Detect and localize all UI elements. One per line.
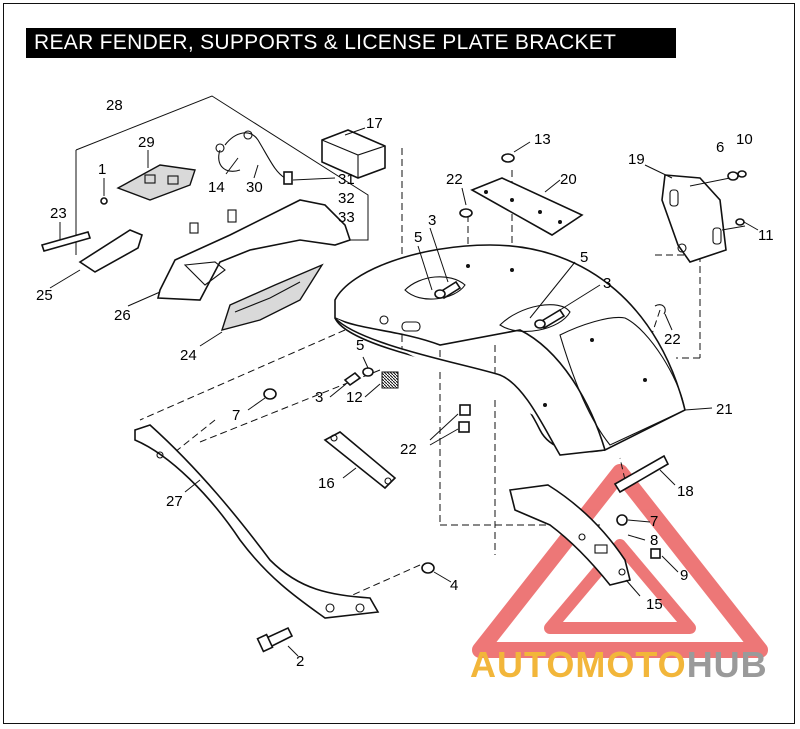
callout-28: 28 [106, 97, 123, 114]
part-21-rear-fender [334, 244, 713, 456]
watermark-hub: HUB [686, 644, 768, 685]
callout-15: 15 [646, 596, 663, 613]
part-22-washer-top [459, 187, 473, 218]
part-7-spacer-left [263, 388, 277, 400]
part-5-washer-left [362, 367, 374, 377]
part-1-screw [100, 197, 108, 205]
part-27-support [134, 424, 380, 619]
callout-22c: 22 [400, 441, 417, 458]
callout-5b: 5 [580, 249, 588, 266]
callout-24: 24 [180, 347, 197, 364]
part-22-nuts-center [429, 404, 471, 446]
callout-11: 11 [758, 227, 774, 244]
watermark-moto: MOTO [575, 644, 687, 685]
part-15-support-right [509, 484, 631, 586]
watermark-auto: AUTO [470, 644, 576, 685]
callout-10: 10 [736, 131, 753, 148]
part-4-washer [421, 562, 435, 574]
callout-14: 14 [208, 179, 225, 196]
callout-3a: 3 [428, 212, 436, 229]
callout-31: 31 [338, 171, 355, 188]
part-30-wire-harness [215, 130, 293, 185]
callout-19: 19 [628, 151, 645, 168]
part-7-spacer-right [616, 514, 628, 526]
part-17-reflector [321, 129, 386, 179]
part-25-plate [78, 229, 143, 273]
part-13-screw [501, 141, 531, 163]
callout-32: 32 [338, 190, 355, 207]
callout-27: 27 [166, 493, 183, 510]
callout-4: 4 [450, 577, 458, 594]
part-3-bolt-right [529, 261, 601, 330]
diagram-title: REAR FENDER, SUPPORTS & LICENSE PLATE BR… [26, 28, 676, 58]
callout-30: 30 [246, 179, 263, 196]
diagram-frame [3, 3, 795, 724]
callout-33: 33 [338, 209, 355, 226]
callout-18: 18 [677, 483, 694, 500]
callout-6: 6 [716, 139, 724, 156]
part-23-strip [40, 231, 92, 252]
callout-26: 26 [114, 307, 131, 324]
part-16-strut [323, 431, 397, 490]
part-24-lamp-housing [220, 263, 324, 332]
callout-9: 9 [680, 567, 688, 584]
part-6-nut [727, 171, 739, 181]
callout-29: 29 [138, 134, 155, 151]
callout-5a: 5 [414, 229, 422, 246]
callout-7a: 7 [232, 407, 240, 424]
callout-23: 23 [50, 205, 67, 222]
watermark-text: AUTOMOTOHUB [470, 644, 768, 686]
callout-5c: 5 [356, 337, 364, 354]
callout-3b: 3 [603, 275, 611, 292]
callout-13: 13 [534, 131, 551, 148]
part-22-clip-right [654, 304, 673, 331]
part-9-nut-right [650, 548, 661, 559]
leader-lines [49, 127, 679, 597]
part-20-plate [470, 177, 584, 236]
callout-labels: 1 2 3 3 3 4 5 5 5 6 7 7 8 9 10 11 12 13 … [36, 97, 774, 670]
part-3-screw-left [343, 371, 362, 387]
part-11-nut [735, 218, 759, 231]
part-19-bracket [644, 164, 746, 263]
callout-20: 20 [560, 171, 577, 188]
part-10-nut [737, 170, 747, 178]
part-29-lamp [116, 164, 196, 201]
callout-21: 21 [716, 401, 733, 418]
callout-12: 12 [346, 389, 363, 406]
part-2-bolt [256, 626, 299, 657]
callout-22b: 22 [664, 331, 681, 348]
part-26-plate-bracket [156, 199, 352, 301]
callout-17: 17 [366, 115, 383, 132]
callout-7b: 7 [650, 513, 658, 530]
part-12-grommet [381, 371, 399, 389]
callout-16: 16 [318, 475, 335, 492]
callout-8: 8 [650, 532, 658, 549]
callout-22a: 22 [446, 171, 463, 188]
callout-2: 2 [296, 653, 304, 670]
part-3-bolt-left [417, 227, 462, 300]
watermark-logo [472, 464, 768, 658]
callout-25: 25 [36, 287, 53, 304]
callout-1: 1 [98, 161, 106, 178]
part-18-pin [613, 454, 676, 494]
callout-3c: 3 [315, 389, 323, 406]
